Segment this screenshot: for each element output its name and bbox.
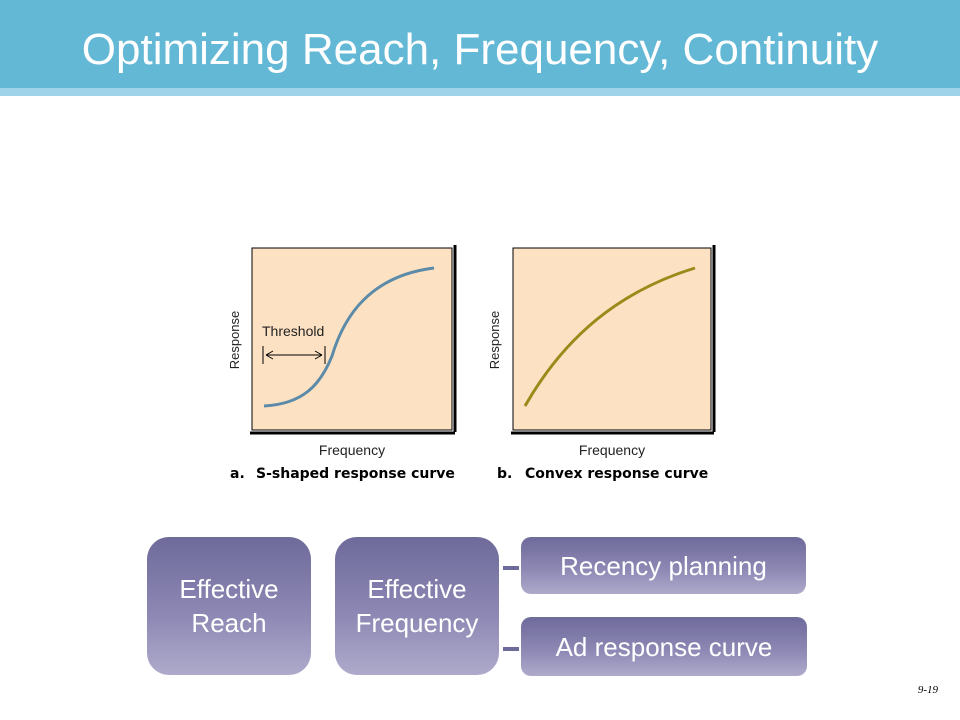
panel-a-xlabel: Frequency <box>319 442 385 458</box>
panel-b-caption: Convex response curve <box>525 466 708 482</box>
panel-b-ylabel: Response <box>487 311 502 370</box>
convex-curve <box>523 266 696 407</box>
s-shaped-curve <box>263 266 435 408</box>
effective-reach-line2: Reach <box>191 608 267 638</box>
panel-b: Response Frequency b. Convex response cu… <box>487 245 716 482</box>
panel-b-frame <box>512 247 712 431</box>
title-stripe <box>0 88 960 96</box>
recency-planning-box: Recency planning <box>521 537 806 594</box>
effective-reach-line1: Effective <box>179 574 279 604</box>
slide-title: Optimizing Reach, Frequency, Continuity <box>81 25 879 74</box>
recency-planning-label: Recency planning <box>560 550 767 581</box>
panel-a: Threshold Response Frequency a. S-shaped… <box>227 245 457 482</box>
page-number: 9-19 <box>917 684 938 696</box>
effective-frequency-box: Effective Frequency <box>335 537 499 675</box>
effective-frequency-line1: Effective <box>367 574 467 604</box>
ad-response-curve-label: Ad response curve <box>555 631 773 662</box>
title-bar <box>0 0 960 88</box>
panel-a-caption-letter: a. <box>230 466 245 482</box>
connector-ad-response <box>503 647 519 651</box>
response-curves-figure: Threshold Response Frequency a. S-shaped… <box>227 245 716 482</box>
panel-b-caption-letter: b. <box>497 466 512 482</box>
panel-a-ylabel: Response <box>227 311 242 370</box>
threshold-label: Threshold <box>262 323 324 339</box>
connector-recency <box>503 566 519 570</box>
effective-reach-box: Effective Reach <box>147 537 311 675</box>
panel-b-xlabel: Frequency <box>579 442 645 458</box>
effective-frequency-line2: Frequency <box>355 608 479 638</box>
panel-a-frame <box>251 247 453 431</box>
threshold-arrowheads <box>265 350 323 360</box>
panel-a-caption: S-shaped response curve <box>256 466 455 482</box>
ad-response-curve-box: Ad response curve <box>521 617 807 676</box>
